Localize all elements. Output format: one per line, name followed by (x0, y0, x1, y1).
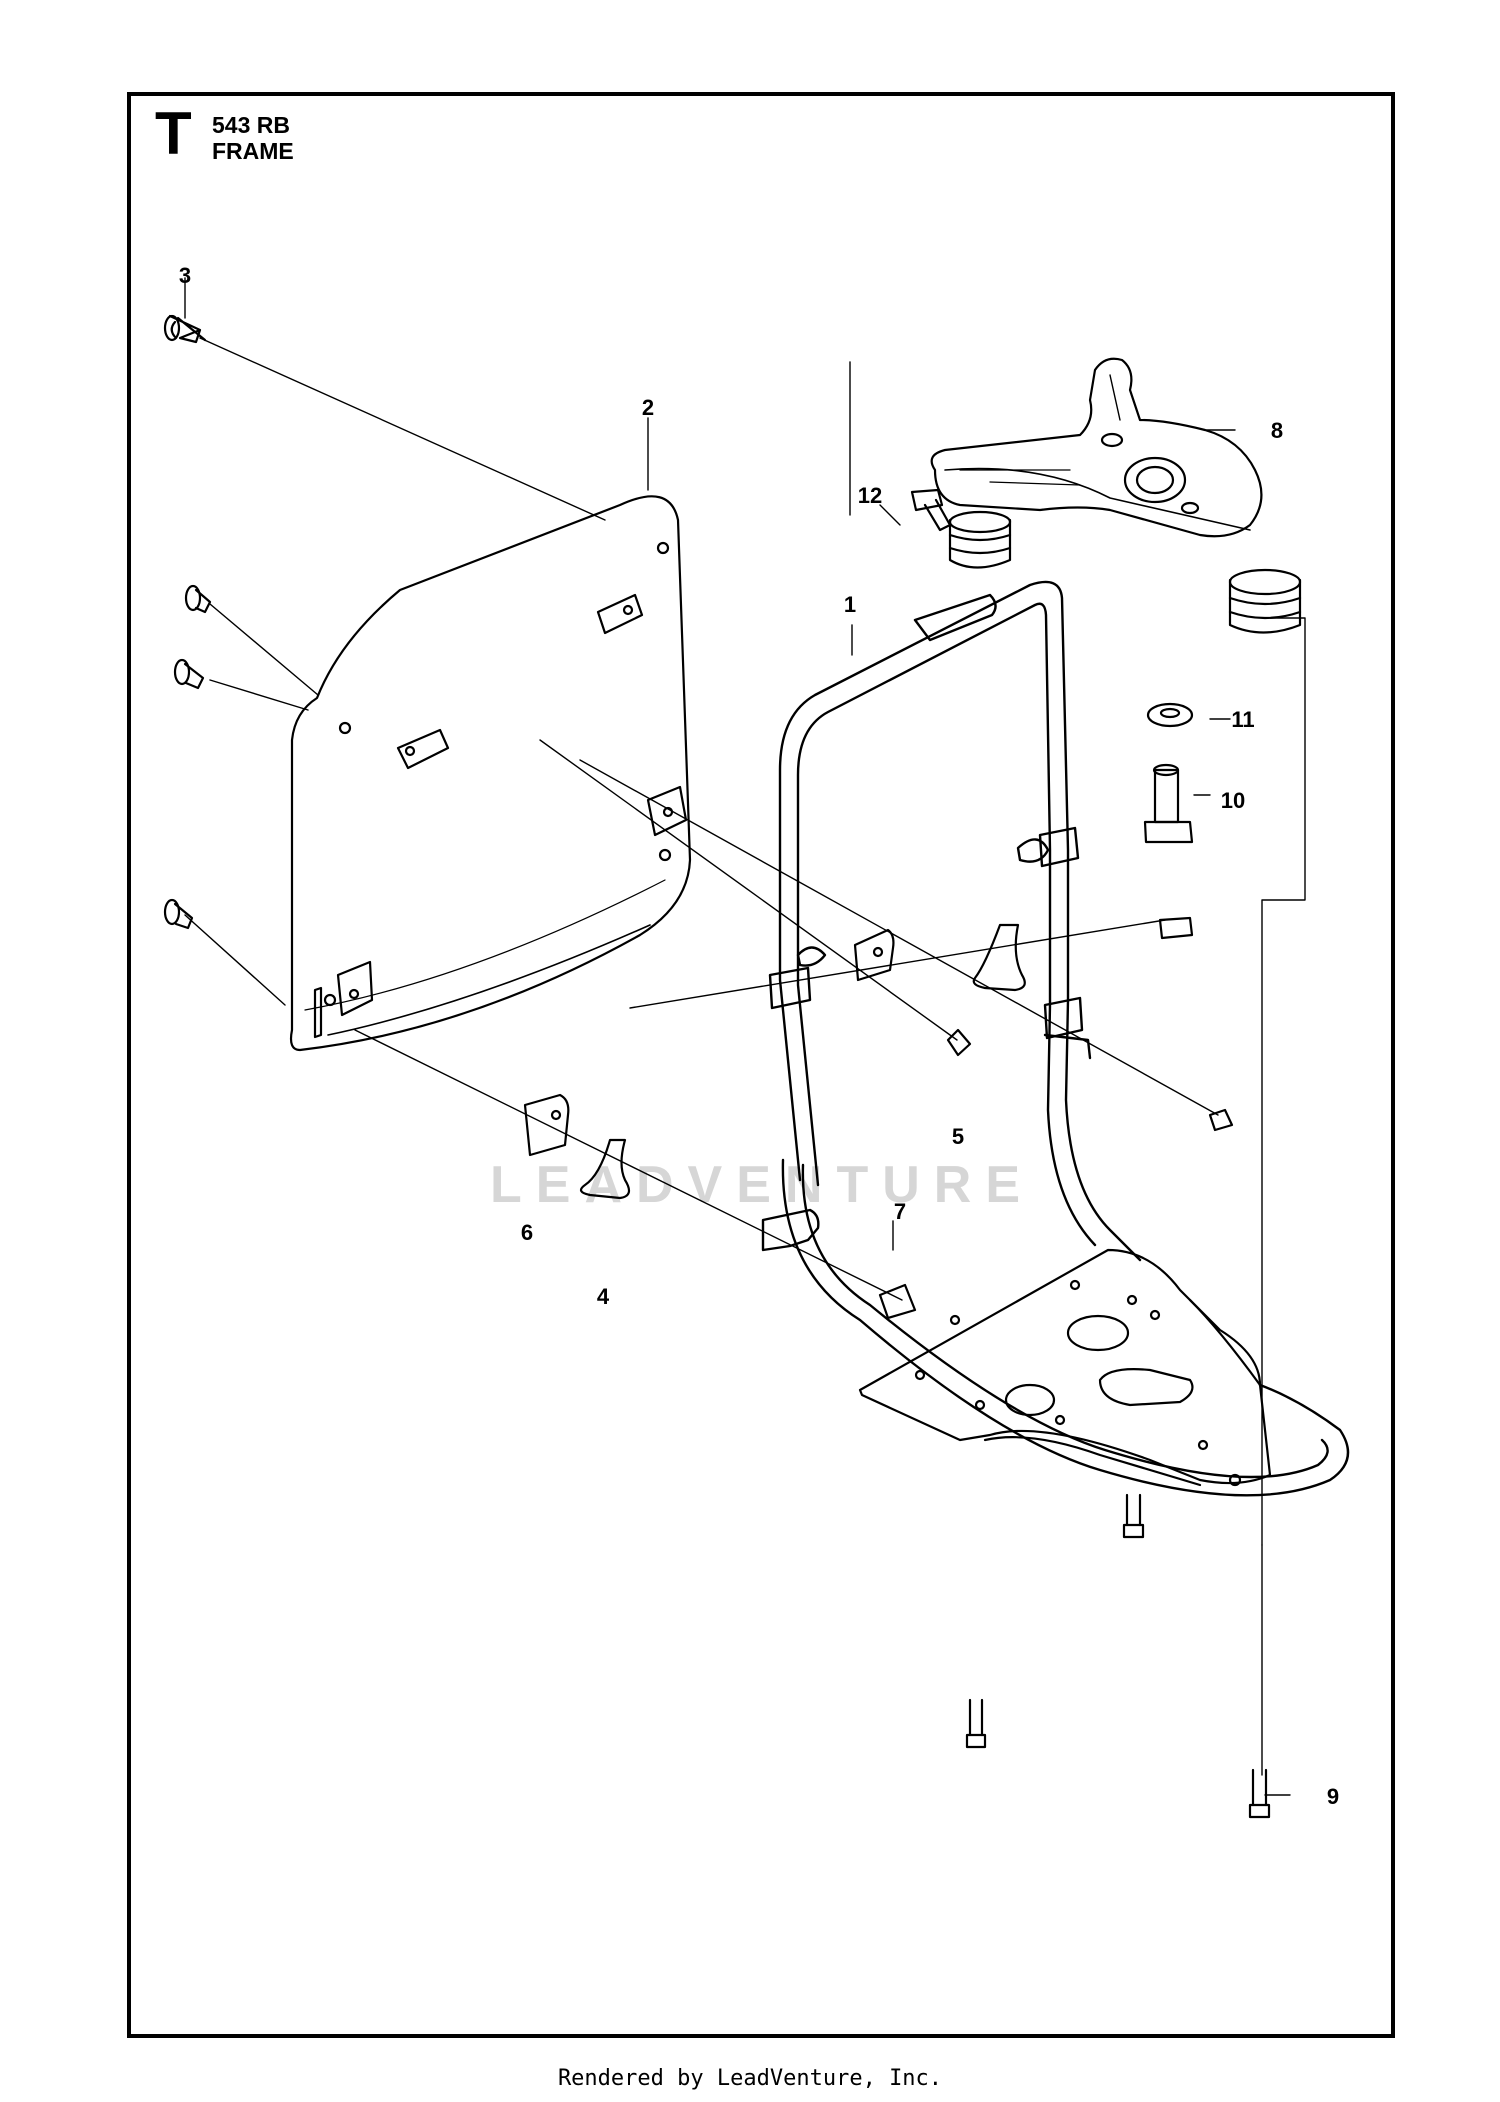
section-letter: T (155, 100, 192, 167)
panel-screws-part-3 (163, 314, 212, 930)
diagram-border (127, 92, 1395, 2038)
base-plate (858, 1248, 1272, 1487)
callout-2[interactable]: 2 (641, 395, 655, 420)
model-number: 543 RB (212, 112, 290, 138)
callout-4[interactable]: 4 (596, 1284, 610, 1309)
callout-1[interactable]: 1 (843, 592, 857, 617)
callout-9[interactable]: 9 (1326, 1784, 1340, 1809)
callout-6[interactable]: 6 (520, 1220, 534, 1245)
callout-10[interactable]: 10 (1220, 788, 1246, 813)
back-panel-part-2 (289, 495, 692, 1052)
washer-part-11 (1146, 702, 1194, 728)
tube-frame-part-1 (761, 580, 1350, 1497)
callout-11[interactable]: 11 (1231, 707, 1255, 732)
diagram-title: FRAME (212, 138, 294, 164)
bolt-part-10 (1143, 763, 1194, 844)
callout-5[interactable]: 5 (951, 1124, 965, 1149)
callout-3[interactable]: 3 (178, 263, 192, 288)
footer-credit: Rendered by LeadVenture, Inc. (557, 2066, 943, 2091)
callout-8[interactable]: 8 (1270, 418, 1284, 443)
plate-part-6 (523, 928, 895, 1157)
loop-part-4 (579, 923, 1026, 1200)
watermark: LEADVENTURE (490, 1156, 1035, 1214)
small-screws (878, 916, 1271, 1819)
callout-7[interactable]: 7 (893, 1199, 907, 1224)
callout-12[interactable]: 12 (857, 483, 883, 508)
bolt-part-12 (910, 488, 952, 532)
leader-lines (184, 277, 1306, 1796)
bracket-part-8 (930, 357, 1302, 634)
